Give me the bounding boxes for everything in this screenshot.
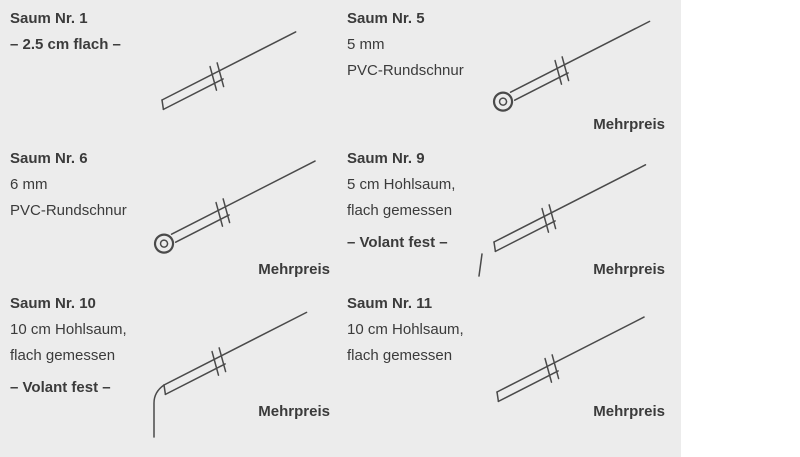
plain-hem-diagram bbox=[496, 316, 645, 403]
card-line: 5 cm Hohlsaum, bbox=[347, 176, 456, 193]
card-line: 6 mm bbox=[10, 176, 48, 193]
card-title: Saum Nr. 1 bbox=[10, 10, 88, 27]
card-line: PVC-Rundschnur bbox=[347, 62, 464, 79]
card-title: Saum Nr. 5 bbox=[347, 10, 425, 27]
saum-card-6: Saum Nr. 6 6 mm PVC-Rundschnur Mehrpreis bbox=[0, 145, 337, 293]
saum-card-9: Saum Nr. 9 5 cm Hohlsaum, flach gemessen… bbox=[337, 145, 680, 293]
card-line: 10 cm Hohlsaum, bbox=[347, 321, 464, 338]
plain-hem-diagram bbox=[161, 31, 297, 111]
hem-with-pvc-cord-diagram bbox=[153, 160, 316, 254]
hem-with-pvc-cord-diagram bbox=[492, 20, 651, 112]
price-label: Mehrpreis bbox=[593, 116, 665, 133]
card-title: Saum Nr. 10 bbox=[10, 295, 96, 312]
saum-card-1: Saum Nr. 1 – 2.5 cm flach – bbox=[0, 0, 337, 145]
card-line: PVC-Rundschnur bbox=[10, 202, 127, 219]
price-label: Mehrpreis bbox=[593, 261, 665, 278]
card-line: flach gemessen bbox=[10, 347, 116, 364]
saum-card-11: Saum Nr. 11 10 cm Hohlsaum, flach gemess… bbox=[337, 293, 680, 457]
card-title: Saum Nr. 9 bbox=[347, 150, 425, 167]
measurement-note: – 2.5 cm flach – bbox=[10, 36, 121, 53]
card-title: Saum Nr. 6 bbox=[10, 150, 88, 167]
card-title: Saum Nr. 11 bbox=[347, 295, 433, 312]
price-label: Mehrpreis bbox=[258, 261, 330, 278]
card-line: flach gemessen bbox=[347, 202, 453, 219]
card-line: 10 cm Hohlsaum, bbox=[10, 321, 127, 338]
saum-card-10: Saum Nr. 10 10 cm Hohlsaum, flach gemess… bbox=[0, 293, 337, 457]
plain-hem-with-corner-diagram bbox=[153, 311, 308, 438]
price-label: Mehrpreis bbox=[593, 403, 665, 420]
volant-note: – Volant fest – bbox=[347, 234, 448, 251]
price-label: Mehrpreis bbox=[258, 403, 330, 420]
card-line: 5 mm bbox=[347, 36, 385, 53]
plain-hem-with-volant-mark-diagram bbox=[478, 164, 647, 277]
card-line: flach gemessen bbox=[347, 347, 453, 364]
volant-note: – Volant fest – bbox=[10, 379, 111, 396]
saum-card-5: Saum Nr. 5 5 mm PVC-Rundschnur Mehrpreis bbox=[337, 0, 680, 145]
